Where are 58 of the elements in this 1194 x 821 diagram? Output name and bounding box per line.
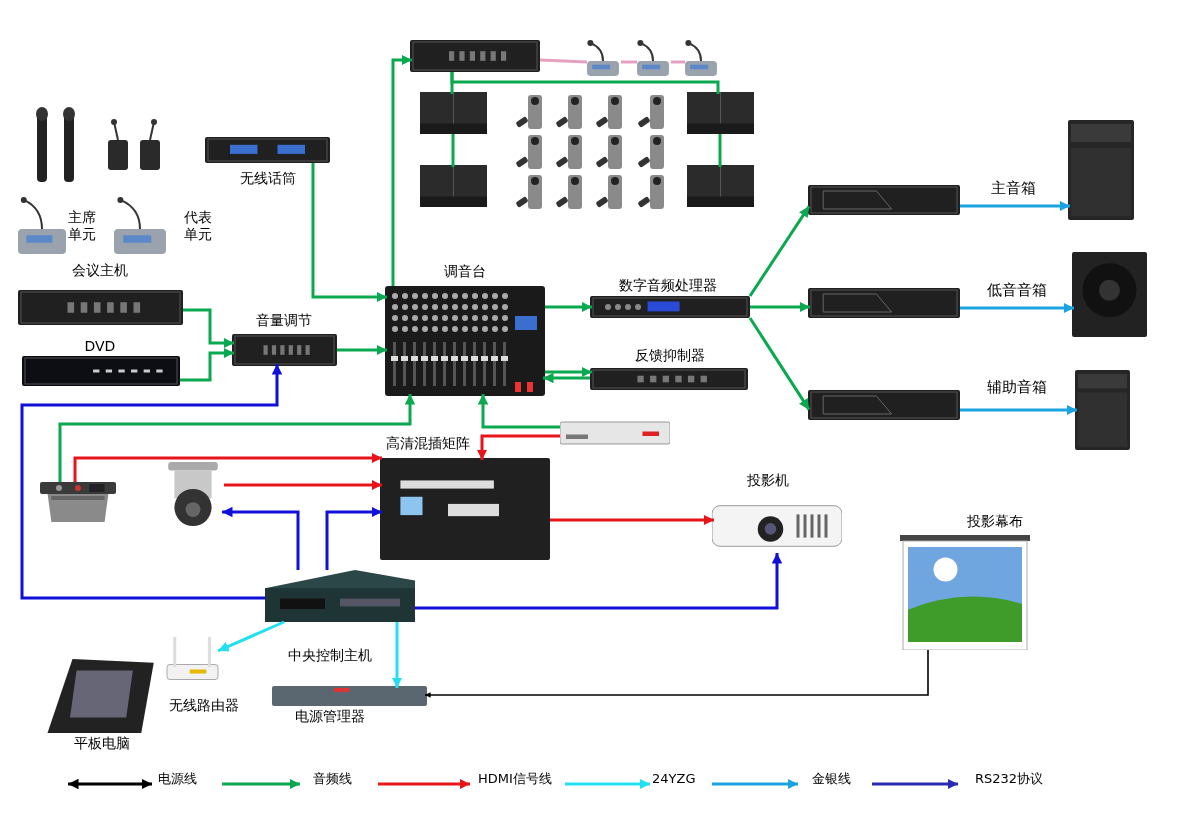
arrow — [748, 317, 811, 411]
arrow — [222, 506, 300, 570]
arrow — [960, 302, 1074, 314]
connector-line — [451, 134, 455, 167]
edge-label: 低音音箱 — [987, 281, 1047, 299]
arrow — [543, 372, 590, 384]
arrow — [391, 54, 412, 286]
arrow — [545, 301, 592, 313]
device-label: 会议主机 — [72, 261, 128, 279]
arrow — [58, 394, 416, 482]
device-label: 代表单元 — [183, 209, 213, 243]
arrow — [183, 308, 234, 349]
device-label: 中央控制主机 — [288, 646, 372, 664]
arrow — [748, 205, 811, 297]
arrow — [960, 404, 1077, 416]
connector-line — [539, 58, 588, 64]
arrow — [180, 347, 234, 382]
device-label: 平板电脑 — [74, 734, 130, 752]
device-label: 投影机 — [747, 471, 789, 489]
edge-label: 辅助音箱 — [987, 378, 1047, 396]
connector-line — [450, 72, 720, 94]
connector-line — [621, 60, 637, 64]
legend-label: 电源线 — [158, 771, 197, 787]
device-label: DVD — [84, 337, 116, 355]
device-label: 数字音频处理器 — [619, 276, 717, 294]
legend-label: RS232协议 — [975, 771, 1044, 787]
device-label: 调音台 — [444, 262, 486, 280]
connector-line — [718, 134, 722, 167]
arrow — [224, 479, 382, 491]
device-label: 高清混插矩阵 — [386, 434, 470, 452]
arrow — [960, 200, 1070, 212]
arrow — [550, 514, 714, 526]
arrow — [424, 649, 929, 698]
device-label: 反馈抑制器 — [635, 346, 705, 364]
device-label: 无线路由器 — [169, 696, 239, 714]
arrow — [477, 394, 560, 429]
device-label: 投影幕布 — [967, 512, 1023, 530]
arrow — [325, 506, 382, 570]
arrow — [311, 163, 387, 303]
connector-line — [671, 60, 685, 64]
device-label: 主席单元 — [67, 209, 97, 243]
arrow — [73, 452, 382, 482]
legend-label: 金银线 — [812, 771, 851, 787]
device-label: 电源管理器 — [295, 707, 365, 725]
arrow — [337, 344, 387, 356]
legend-label: 24YZG — [652, 771, 696, 787]
legend-label: 音频线 — [313, 771, 352, 787]
arrow — [545, 366, 592, 378]
arrow — [415, 553, 783, 610]
device-label: 音量调节 — [256, 311, 312, 329]
arrow — [391, 622, 403, 688]
arrow — [20, 364, 283, 600]
arrow — [750, 301, 810, 313]
legend-label: HDMI信号线 — [478, 771, 552, 787]
edge-label: 主音箱 — [990, 179, 1036, 197]
arrow — [217, 620, 285, 653]
device-label: 无线话筒 — [240, 169, 296, 187]
arrow — [476, 434, 560, 460]
